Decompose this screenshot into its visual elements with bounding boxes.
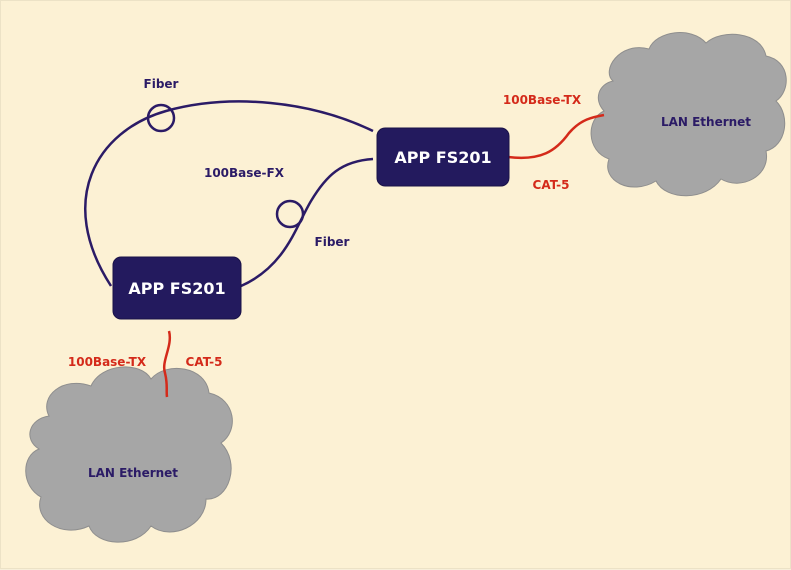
fiber-loop-mid: [275, 199, 305, 229]
device-bottom[interactable]: [112, 256, 242, 320]
fiber-top-label: Fiber: [144, 77, 179, 91]
right-tx-label: 100Base-TX: [503, 93, 582, 107]
fiber-loop-top: [146, 103, 176, 133]
device-top-label: APP FS201: [394, 148, 491, 167]
lan-cloud-right-label: LAN Ethernet: [661, 115, 751, 129]
lan-cloud-bottom: [25, 366, 233, 543]
device-bottom-label: APP FS201: [128, 279, 225, 298]
lan-cloud-bottom-label: LAN Ethernet: [88, 466, 178, 480]
device-top[interactable]: [376, 127, 510, 187]
right-cat-label: CAT-5: [533, 178, 570, 192]
bottom-tx-label: 100Base-TX: [68, 355, 147, 369]
bottom-cat-label: CAT-5: [186, 355, 223, 369]
fx-label: 100Base-FX: [204, 166, 285, 180]
copper-cable-bottom: [162, 330, 172, 398]
lan-cloud-right: [590, 32, 787, 197]
fiber-mid-label: Fiber: [315, 235, 350, 249]
copper-cable-right: [507, 113, 605, 160]
fiber-cable-inner: [240, 157, 374, 288]
fiber-cable-outer: [84, 100, 374, 287]
